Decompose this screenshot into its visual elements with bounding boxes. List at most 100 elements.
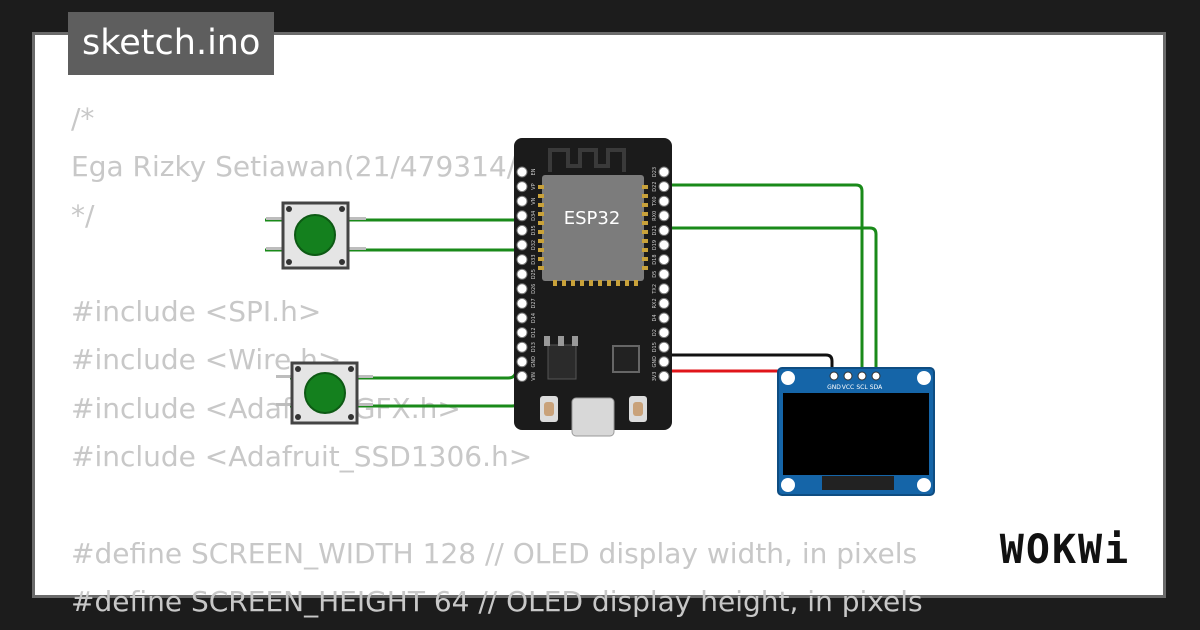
oled-pin-hole[interactable] [843, 371, 853, 381]
usb-port [571, 397, 615, 437]
esp32-pin-label: D5 [652, 271, 658, 278]
esp32-pin-label: EN [531, 168, 537, 175]
wire-sda [664, 226, 878, 372]
esp32-pin-label: D22 [652, 181, 658, 191]
esp32-pin-label: D21 [652, 225, 658, 235]
boot-button[interactable] [629, 396, 647, 422]
esp32-pin-label: D34 [531, 211, 537, 221]
esp32-pin-label: D2 [652, 329, 658, 336]
oled-pin-label: VCC [842, 384, 854, 391]
wire-gnd [664, 353, 834, 372]
module-pins [538, 185, 648, 286]
esp32-pin-hole[interactable] [516, 195, 528, 207]
oled-pin-hole[interactable] [871, 371, 881, 381]
sketch-card: /*Ega Rizky Setiawan(21/479314/SV/19455)… [32, 32, 1166, 618]
esp32-pin-hole[interactable] [658, 297, 670, 309]
esp32-pin-hole[interactable] [658, 254, 670, 266]
esp32-pin-label: VN [531, 197, 537, 204]
code-line: /* [71, 102, 95, 135]
esp32-pin-label: D15 [652, 342, 658, 352]
push-button-1[interactable] [266, 201, 366, 270]
esp32-pin-hole[interactable] [516, 312, 528, 324]
code-line: #define SCREEN_WIDTH 128 // OLED display… [71, 536, 918, 570]
esp32-pin-label: D19 [652, 240, 658, 250]
oled-pin-label: GND [827, 384, 841, 391]
esp32-pin-hole[interactable] [516, 356, 528, 368]
left-header: ENVPVND34D35D32D33D25D26D27D14D12D13GNDV… [516, 166, 537, 382]
esp32-pin-hole[interactable] [516, 283, 528, 295]
push-button-2[interactable] [276, 361, 373, 425]
esp32-pin-label: D4 [652, 314, 658, 321]
oled-pin-hole[interactable] [829, 371, 839, 381]
esp32-pin-label: RX2 [652, 298, 658, 308]
oled-pin-hole[interactable] [857, 371, 867, 381]
esp32-pin-hole[interactable] [658, 166, 670, 178]
esp32-label: ESP32 [564, 208, 621, 229]
button-cap[interactable] [304, 372, 346, 414]
voltage-regulator [547, 344, 577, 380]
esp32-pin-hole[interactable] [516, 210, 528, 222]
button-cap[interactable] [294, 214, 336, 256]
esp32-pin-hole[interactable] [658, 224, 670, 236]
esp32-pin-label: D27 [531, 298, 537, 308]
esp32-pin-hole[interactable] [658, 341, 670, 353]
esp32-pin-hole[interactable] [658, 268, 670, 280]
esp32-pin-hole[interactable] [516, 224, 528, 236]
esp32-pin-hole[interactable] [516, 254, 528, 266]
right-header: D23D22TX0RX0D21D19D18D5TX2RX2D4D2D15GND3… [652, 166, 670, 382]
file-tab[interactable]: sketch.ino [68, 12, 275, 75]
esp32-pin-label: GND [531, 356, 537, 368]
oled-pin-label: SDA [870, 384, 883, 391]
esp32-pin-hole[interactable] [516, 370, 528, 382]
esp32-pin-hole[interactable] [658, 312, 670, 324]
esp32-pin-hole[interactable] [658, 239, 670, 251]
esp32-pin-label: VP [531, 183, 537, 189]
antenna-trace [548, 148, 626, 172]
esp32-pin-hole[interactable] [516, 181, 528, 193]
esp32-pin-hole[interactable] [658, 327, 670, 339]
esp32-pin-hole[interactable] [516, 268, 528, 280]
wire-scl [664, 183, 864, 372]
esp32-pin-label: D18 [652, 254, 658, 264]
esp32-pin-label: VIN [531, 372, 537, 381]
esp32-pin-hole[interactable] [658, 283, 670, 295]
esp32-pin-label: D32 [531, 240, 537, 250]
oled-pin-label: SCL [856, 384, 868, 391]
esp32-pin-label: 3V3 [652, 372, 658, 382]
esp32-pin-label: D14 [531, 313, 537, 323]
code-line: */ [71, 198, 95, 232]
esp32-pin-label: D25 [531, 269, 537, 279]
esp32-pin-label: RX0 [652, 211, 658, 221]
en-button[interactable] [540, 396, 558, 422]
code-line: #include <Adafruit_SSD1306.h> [71, 440, 533, 474]
code-line: #define SCREEN_HEIGHT 64 // OLED display… [71, 584, 923, 618]
esp32-pin-label: D35 [531, 225, 537, 235]
esp32-pin-hole[interactable] [658, 356, 670, 368]
esp32-board[interactable]: ESP32 ENVPVND34D35D32D33D25D26D27D14D12D… [514, 138, 672, 437]
esp32-pin-hole[interactable] [658, 181, 670, 193]
esp32-pin-hole[interactable] [658, 195, 670, 207]
usb-chip [612, 345, 640, 373]
code-editor: /*Ega Rizky Setiawan(21/479314/SV/19455)… [71, 95, 923, 626]
esp32-pin-label: D12 [531, 327, 537, 337]
esp32-pin-label: D33 [531, 254, 537, 264]
code-line: #include <Wire.h> [71, 343, 342, 377]
esp32-pin-label: D23 [652, 167, 658, 177]
esp32-pin-hole[interactable] [516, 297, 528, 309]
esp32-pin-hole[interactable] [516, 341, 528, 353]
esp32-pin-hole[interactable] [516, 166, 528, 178]
esp32-pin-label: D26 [531, 284, 537, 294]
wire-button2-a [290, 252, 524, 380]
wokwi-logo-text: WOKWi [1000, 527, 1130, 573]
esp32-pin-hole[interactable] [516, 239, 528, 251]
esp32-pin-label: TX0 [652, 196, 658, 207]
esp32-pin-hole[interactable] [516, 327, 528, 339]
esp32-pin-hole[interactable] [658, 370, 670, 382]
esp32-pin-hole[interactable] [658, 210, 670, 222]
esp32-module [542, 175, 644, 281]
code-line: #include <SPI.h> [71, 295, 322, 329]
esp32-pin-label: GND [652, 356, 658, 368]
